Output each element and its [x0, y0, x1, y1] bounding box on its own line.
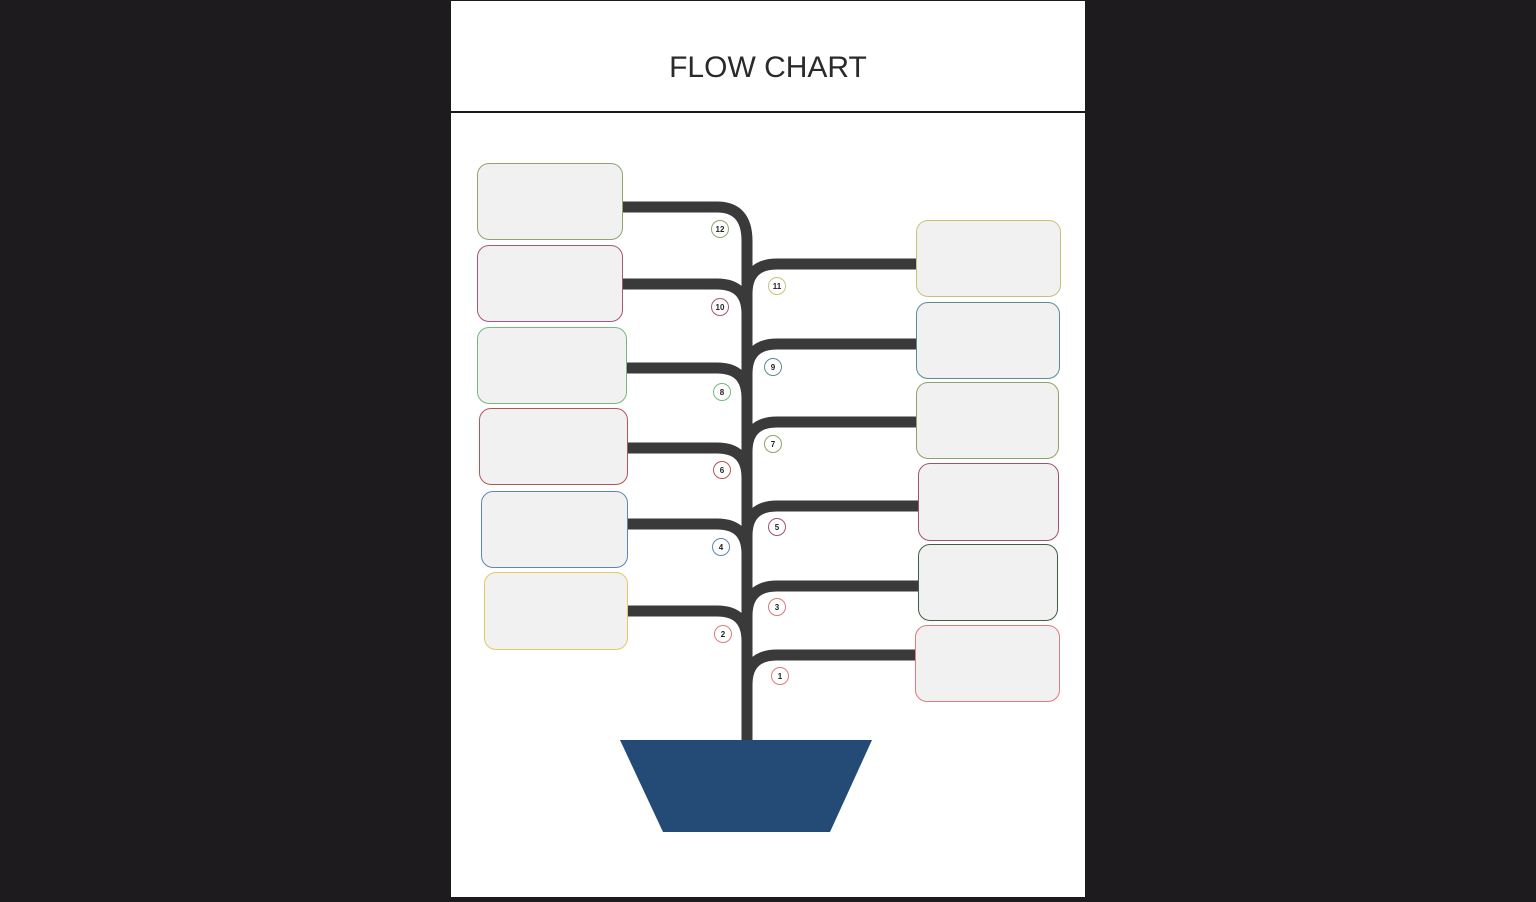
branch-12	[622, 201, 753, 301]
branch-6	[627, 442, 753, 479]
tree-diagram	[620, 201, 918, 832]
branch-1	[741, 649, 915, 686]
branch-5	[741, 500, 918, 537]
node-box-2[interactable]	[484, 572, 628, 650]
node-box-7[interactable]	[916, 382, 1059, 459]
pot-shape	[620, 740, 872, 832]
page-title: FLOW CHART	[669, 51, 867, 84]
branch-2	[627, 605, 753, 642]
node-box-8[interactable]	[477, 327, 627, 404]
step-badge-7: 7	[764, 435, 782, 453]
branch-7	[741, 416, 916, 453]
flowchart-page: FLOW CHART	[451, 1, 1085, 897]
node-box-3[interactable]	[918, 544, 1058, 621]
step-badge-3: 3	[768, 598, 786, 616]
branch-9	[741, 338, 916, 375]
branch-4	[627, 518, 753, 555]
node-box-6[interactable]	[479, 408, 628, 485]
node-box-11[interactable]	[916, 220, 1061, 297]
step-badge-8: 8	[713, 383, 731, 401]
branch-10	[622, 278, 753, 315]
node-box-5[interactable]	[918, 463, 1059, 541]
step-badge-5: 5	[768, 518, 786, 536]
branch-11	[741, 258, 916, 295]
step-badge-12: 12	[711, 220, 729, 238]
branch-8	[626, 362, 753, 399]
branch-3	[741, 580, 918, 617]
node-box-12[interactable]	[477, 163, 623, 240]
node-box-4[interactable]	[481, 491, 628, 568]
step-badge-11: 11	[768, 277, 786, 295]
node-box-9[interactable]	[916, 302, 1060, 379]
node-box-10[interactable]	[477, 245, 623, 322]
step-badge-6: 6	[713, 461, 731, 479]
step-badge-9: 9	[764, 358, 782, 376]
step-badge-10: 10	[711, 298, 729, 316]
header: FLOW CHART	[451, 1, 1085, 113]
node-box-1[interactable]	[915, 625, 1060, 702]
step-badge-2: 2	[714, 625, 732, 643]
step-badge-4: 4	[712, 538, 730, 556]
step-badge-1: 1	[771, 667, 789, 685]
